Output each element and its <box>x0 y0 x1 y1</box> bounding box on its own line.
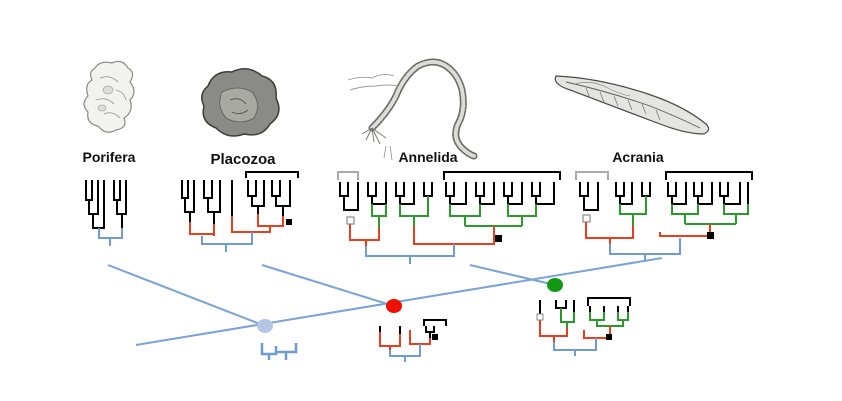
porifera-tree <box>85 180 127 246</box>
acrania-illustration <box>554 75 710 135</box>
upper-node-tree <box>536 297 631 356</box>
placozoa-illustration <box>201 68 280 137</box>
placozoa-tree <box>181 171 299 252</box>
basal-node-tree <box>260 343 298 360</box>
middle-node <box>386 299 402 313</box>
label-porifera: Porifera <box>83 149 136 165</box>
clade-lines <box>107 257 663 346</box>
acrania-tree <box>575 171 753 262</box>
label-annelida: Annelida <box>398 149 457 165</box>
upper-node <box>547 278 563 292</box>
basal-node <box>257 319 273 333</box>
label-placozoa: Placozoa <box>210 151 276 168</box>
porifera-illustration <box>83 60 135 133</box>
annelida-tree <box>337 171 561 264</box>
middle-node-tree <box>379 319 447 362</box>
annelida-illustration <box>347 58 478 161</box>
label-acrania: Acrania <box>612 149 664 165</box>
